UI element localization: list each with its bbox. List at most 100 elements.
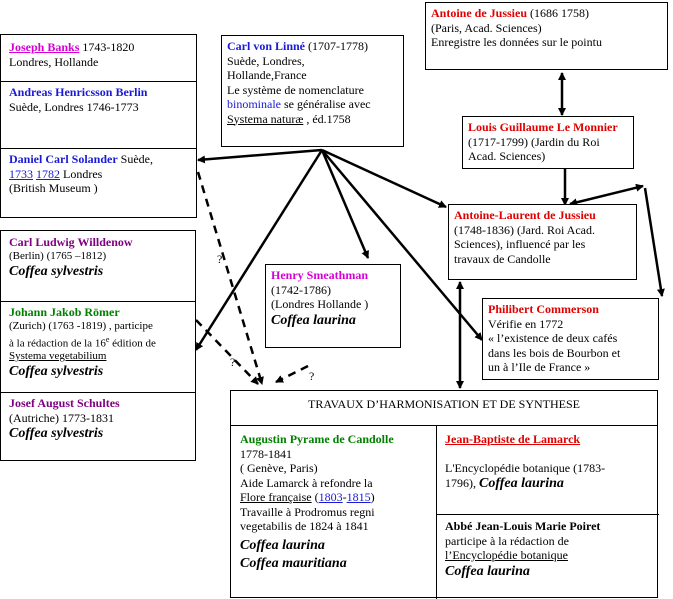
candolle-year-1803[interactable]: 1803 [318, 490, 343, 504]
antoine-box: Antoine de Jussieu (1686 1758) (Paris, A… [425, 2, 668, 70]
schultes-name: Josef August Schultes [9, 396, 120, 410]
linne-systema: Systema naturæ [227, 111, 304, 126]
antoine-dates: (1686 1758) [527, 6, 590, 20]
monnier-detail-2: Acad. Sciences) [468, 149, 546, 163]
linne-generalise: se généralise avec [281, 97, 371, 111]
solander-city: Londres [60, 166, 103, 181]
question-mark: ? [217, 252, 223, 266]
solander-museum: (British Museum ) [9, 181, 98, 195]
willdenow-detail: (Berlin) (1765 –1812) [9, 249, 107, 262]
candolle-prodromus: Travaille à Prodromus regni [240, 504, 375, 519]
smeathman-dates: (1742-1786) [271, 282, 331, 297]
berlin-detail: Suède, Londres 1746-1773 [9, 99, 139, 114]
travaux-table: TRAVAUX D’HARMONISATION ET DE SYNTHESE A… [230, 390, 659, 599]
laurent-box: Antoine-Laurent de Jussieu (1748-1836) (… [448, 204, 637, 280]
linne-countries-2: Hollande,France [227, 68, 307, 82]
solander-name: Daniel Carl Solander [9, 152, 118, 166]
dashed-arrow-smeathman-travaux [275, 364, 309, 384]
roemer-edition-sup: e [105, 334, 110, 344]
arrow-monnier-commerson [643, 187, 665, 297]
commerson-box: Philibert Commerson Vérifie en 1772 « l’… [482, 298, 659, 380]
banks-entry: Joseph Banks 1743-1820 Londres, Hollande [1, 35, 196, 74]
candolle-coffea-laurina: Coffea laurina [240, 537, 325, 553]
solander-year-1733[interactable]: 1733 [9, 166, 33, 181]
antoine-name: Antoine de Jussieu [431, 6, 528, 20]
solander-year-1782[interactable]: 1782 [36, 166, 60, 181]
poiret-detail: participe à la rédaction de [445, 533, 569, 548]
candolle-flore: Flore française [240, 490, 312, 504]
commerson-verifie: Vérifie en 1772 [488, 316, 564, 331]
candolle-dates: 1778-1841 [240, 446, 292, 461]
antoine-place: (Paris, Acad. Sciences) [431, 20, 542, 35]
lamarck-coffea: Coffea laurina [479, 476, 564, 491]
roemer-detail: (Zurich) (1763 -1819) , participe [9, 319, 153, 332]
arrow-linne-solander [197, 148, 323, 164]
commerson-name: Philibert Commerson [488, 302, 599, 316]
poiret-entry: Abbé Jean-Louis Marie Poiret participe à… [445, 519, 655, 581]
arrow-linne-commerson [321, 149, 483, 341]
roemer-name: Johann Jakob Römer [9, 305, 120, 319]
roemer-work: Systema vegetabilium [9, 350, 107, 363]
roemer-entry: Johann Jakob Römer (Zurich) (1763 -1819)… [1, 301, 195, 384]
solander-place: Suède, [117, 152, 153, 166]
lamarck-name: Jean-Baptiste de Lamarck [445, 432, 581, 446]
question-mark: ? [309, 369, 315, 383]
linne-binominale: binominale [227, 97, 281, 111]
monnier-box: Louis Guillaume Le Monnier (1717-1799) (… [462, 116, 634, 169]
candolle-paren-open: ( [311, 490, 319, 504]
candolle-aide: Aide Lamarck à refondre la [240, 475, 373, 490]
linne-countries: Suède, Londres, [227, 53, 305, 68]
laurent-detail-2: Sciences), influencé par les [454, 237, 586, 251]
smeathman-coffea: Coffea laurina [271, 312, 356, 328]
monnier-name: Louis Guillaume Le Monnier [468, 120, 618, 134]
roemer-edition-end: édition de [109, 337, 156, 350]
candolle-paren-close: ) [370, 490, 375, 504]
lamarck-encyclopedie: L'Encyclopédie botanique (1783- [445, 460, 606, 475]
linne-name: Carl von Linné [227, 39, 306, 53]
banks-name-link[interactable]: Joseph Banks [9, 40, 80, 54]
candolle-prodromus-2: vegetabilis de 1824 à 1841 [240, 519, 369, 533]
travaux-column-divider [436, 425, 437, 599]
schultes-coffea: Coffea sylvestris [9, 426, 104, 441]
candolle-year-1815[interactable]: 1815 [346, 490, 371, 504]
travaux-divider [231, 425, 657, 426]
candolle-coffea-mauritiana: Coffea mauritiana [240, 555, 347, 571]
willdenow-entry: Carl Ludwig Willdenow (Berlin) (1765 –18… [1, 231, 195, 285]
willdenow-name: Carl Ludwig Willdenow [9, 235, 133, 249]
arrow-linne-roemer [194, 149, 324, 351]
schultes-detail: (Autriche) 1773-1831 [9, 410, 114, 425]
laurent-detail: (1748-1836) (Jard. Roi Acad. [454, 222, 595, 237]
laurent-detail-3: travaux de Candolle [454, 251, 551, 266]
solander-entry: Daniel Carl Solander Suède, 1733 1782 Lo… [1, 148, 196, 199]
commerson-quote-3: un à l’Ile de France » [488, 360, 591, 374]
smeathman-place: (Londres Hollande ) [271, 297, 369, 311]
lamarck-years: 1796), [445, 476, 479, 490]
schultes-entry: Josef August Schultes (Autriche) 1773-18… [1, 392, 195, 446]
banks-dates: 1743-1820 [79, 40, 135, 54]
commerson-quote-2: dans les bois de Bourbon et [488, 345, 621, 360]
candolle-place: ( Genève, Paris) [240, 461, 318, 475]
commerson-quote-1: « l’existence de deux cafés [488, 331, 618, 345]
dashed-arrow-solander-travaux [196, 171, 264, 385]
candolle-name: Augustin Pyrame de Candolle [240, 432, 394, 446]
linne-dates: (1707-1778) [305, 39, 369, 53]
arrow-linne-laurent [321, 148, 447, 209]
smeathman-box: Henry Smeathman (1742-1786) (Londres Hol… [265, 264, 401, 348]
left-top-group: Joseph Banks 1743-1820 Londres, Hollande… [0, 34, 197, 218]
arrow-linne-smeathman [320, 149, 370, 259]
antoine-note: Enregistre les données sur le pointu [431, 35, 602, 49]
willdenow-coffea: Coffea sylvestris [9, 263, 104, 279]
laurent-name: Antoine-Laurent de Jussieu [454, 208, 596, 222]
linne-edition: , éd.1758 [303, 111, 351, 126]
question-mark: ? [230, 355, 236, 369]
arrow-laurent-commerson [569, 183, 644, 207]
banks-place: Londres, Hollande [9, 54, 99, 69]
poiret-name: Abbé Jean-Louis Marie Poiret [445, 519, 601, 533]
poiret-encyclopedie: l’Encyclopédie botanique [445, 548, 568, 562]
left-bottom-group: Carl Ludwig Willdenow (Berlin) (1765 –18… [0, 230, 196, 461]
candolle-entry: Augustin Pyrame de Candolle 1778-1841 ( … [240, 432, 435, 573]
linne-box: Carl von Linné (1707-1778) Suède, Londre… [221, 35, 404, 147]
lamarck-divider [436, 514, 659, 515]
roemer-coffea: Coffea sylvestris [9, 364, 104, 380]
dashed-arrow-roemer-travaux [195, 319, 259, 385]
